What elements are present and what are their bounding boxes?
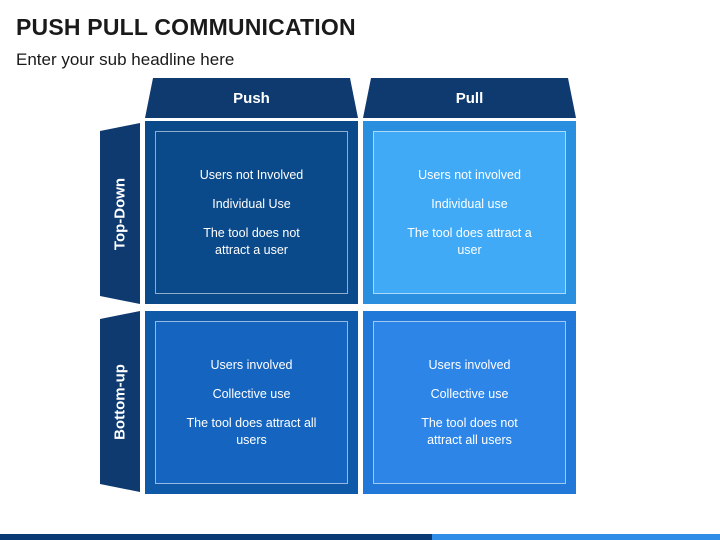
- cell-line-usage: Individual Use: [212, 196, 291, 211]
- cell-content: Users not Involved Individual Use The to…: [155, 131, 348, 294]
- page-title: PUSH PULL COMMUNICATION: [16, 14, 356, 40]
- cell-line-attraction: The tool does not attract all users: [421, 415, 518, 447]
- column-header-push: Push: [145, 78, 358, 118]
- column-header-shape: [363, 78, 576, 118]
- cell-content: Users involved Collective use The tool d…: [373, 321, 566, 484]
- column-header-pull: Pull: [363, 78, 576, 118]
- column-header-shape: [145, 78, 358, 118]
- cell-line-attraction: The tool does not attract a user: [203, 225, 300, 257]
- cell-line-attraction: The tool does attract a user: [407, 225, 532, 257]
- cell-line-involvement: Users involved: [428, 357, 511, 372]
- row-header-top-down: Top-Down: [100, 123, 140, 304]
- row-header-bottom-up: Bottom-up: [100, 311, 140, 492]
- row-header-shape: [100, 311, 140, 492]
- cell-line-usage: Collective use: [212, 386, 291, 401]
- footer-bar: [0, 534, 720, 540]
- cell-top-down-push: Users not Involved Individual Use The to…: [145, 121, 358, 304]
- row-header-label: Bottom-up: [111, 363, 129, 440]
- cell-line-involvement: Users not Involved: [199, 167, 304, 182]
- row-header-label: Top-Down: [111, 177, 129, 250]
- cell-content: Users involved Collective use The tool d…: [155, 321, 348, 484]
- cell-bottom-up-pull: Users involved Collective use The tool d…: [363, 311, 576, 494]
- cell-top-down-pull: Users not involved Individual use The to…: [363, 121, 576, 304]
- cell-line-usage: Individual use: [431, 196, 508, 211]
- column-header-label: Push: [233, 89, 270, 107]
- row-header-shape: [100, 123, 140, 304]
- cell-line-involvement: Users involved: [210, 357, 293, 372]
- page-subtitle: Enter your sub headline here: [16, 50, 235, 69]
- cell-line-attraction: The tool does attract all users: [186, 415, 317, 447]
- cell-bottom-up-push: Users involved Collective use The tool d…: [145, 311, 358, 494]
- cell-line-involvement: Users not involved: [418, 167, 521, 182]
- cell-content: Users not involved Individual use The to…: [373, 131, 566, 294]
- column-header-label: Pull: [455, 89, 484, 107]
- cell-line-usage: Collective use: [430, 386, 509, 401]
